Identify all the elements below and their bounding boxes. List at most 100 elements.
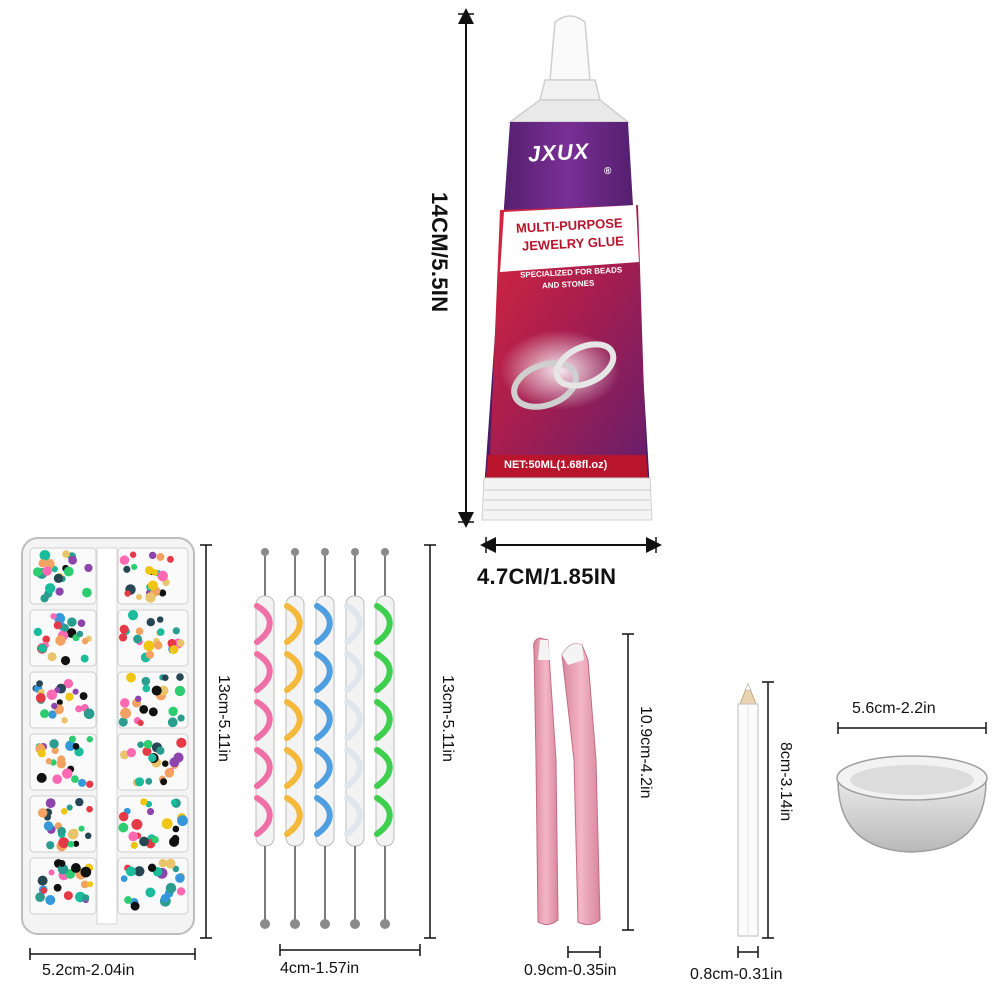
rhinestone bbox=[176, 737, 187, 748]
rhinestone bbox=[170, 799, 178, 806]
rhinestone bbox=[157, 570, 168, 582]
rhinestone-box bbox=[21, 537, 195, 935]
rhinestone bbox=[61, 717, 68, 724]
rhinestone bbox=[36, 772, 47, 783]
rhinestone bbox=[151, 836, 159, 844]
rhinestone bbox=[119, 555, 130, 565]
rhinestone bbox=[146, 617, 155, 627]
rhinestone bbox=[58, 860, 66, 867]
rhinestone bbox=[61, 768, 73, 779]
rhinestone bbox=[68, 735, 76, 743]
rhinestone bbox=[176, 887, 186, 896]
rhinestone bbox=[40, 887, 47, 894]
pencil-width-label: 0.8cm-0.31in bbox=[690, 966, 783, 983]
rhinestone bbox=[75, 705, 83, 713]
rhinestone bbox=[86, 735, 94, 743]
rhinestone bbox=[120, 750, 129, 760]
rhinestone bbox=[79, 692, 88, 701]
rhinestone bbox=[145, 777, 153, 785]
rhinestone bbox=[148, 551, 157, 560]
dotting-tool bbox=[374, 548, 395, 929]
rhinestone bbox=[168, 706, 178, 717]
rhinestone bbox=[165, 882, 177, 894]
rhinestone bbox=[76, 630, 84, 638]
rhinestone bbox=[167, 717, 178, 728]
rhinestone bbox=[78, 825, 85, 832]
rhinestone bbox=[67, 840, 75, 848]
rhinestone bbox=[140, 798, 148, 806]
rhinestone bbox=[44, 583, 56, 594]
rhinestone bbox=[118, 633, 128, 642]
rhinestone bbox=[78, 778, 87, 787]
rhinestone bbox=[142, 684, 151, 693]
rhinestone bbox=[51, 565, 58, 573]
rhinestone bbox=[62, 550, 70, 558]
rhinestone bbox=[55, 635, 66, 646]
rhinestone-compartment bbox=[117, 609, 189, 667]
rhinestone bbox=[66, 804, 73, 811]
rhinestone bbox=[35, 692, 46, 703]
rhinestone bbox=[156, 746, 165, 755]
rhinestone bbox=[161, 674, 169, 681]
tools-height-label: 13cm-5.11in bbox=[439, 675, 456, 762]
rhinestone bbox=[80, 866, 92, 878]
rhinestone bbox=[49, 739, 59, 749]
glue-tube bbox=[481, 15, 653, 521]
rhinestone bbox=[82, 894, 90, 902]
rhinestone bbox=[169, 836, 180, 847]
rhinestone bbox=[63, 891, 73, 901]
rhinestone bbox=[40, 709, 49, 719]
rhinestone bbox=[84, 832, 92, 840]
rhinestone bbox=[130, 841, 138, 849]
rhinestone bbox=[161, 818, 173, 830]
rhinestone bbox=[42, 635, 50, 644]
rhinestone bbox=[118, 822, 129, 833]
rhinestone bbox=[156, 616, 164, 623]
rhinestone bbox=[139, 836, 149, 847]
rhinestone bbox=[38, 643, 47, 653]
rhinestone bbox=[134, 866, 145, 877]
rhinestone bbox=[135, 593, 143, 601]
rhinestone bbox=[33, 627, 43, 637]
rhinestone bbox=[145, 650, 155, 659]
glue-width-label: 4.7CM/1.85IN bbox=[477, 564, 617, 589]
rhinestone bbox=[127, 610, 139, 621]
rhinestone bbox=[129, 551, 137, 558]
rhinestone bbox=[53, 883, 62, 892]
pencil-height-label: 8cm-3.14in bbox=[777, 742, 794, 822]
tweezers-width-label: 0.9cm-0.35in bbox=[524, 962, 617, 979]
rhinestone bbox=[65, 740, 76, 752]
rhinestone bbox=[80, 654, 89, 663]
rhinestone bbox=[147, 580, 158, 591]
rhinestone bbox=[147, 863, 157, 872]
rhinestone bbox=[120, 707, 132, 719]
rhinestone bbox=[125, 866, 136, 877]
registered-mark: ® bbox=[604, 166, 612, 177]
rhinestone bbox=[61, 623, 69, 632]
rhinestone bbox=[134, 777, 145, 787]
rhinestone bbox=[35, 892, 45, 903]
glue-net-volume: NET:50ML(1.68fl.oz) bbox=[504, 459, 608, 471]
rhinestone bbox=[57, 863, 69, 875]
rhinestone bbox=[172, 865, 180, 873]
rhinestone bbox=[119, 698, 130, 708]
rhinestone bbox=[146, 808, 155, 816]
rhinestone bbox=[37, 808, 48, 818]
rhinestone bbox=[151, 569, 158, 576]
rhinestone bbox=[50, 613, 57, 620]
tweezers bbox=[533, 637, 601, 926]
rhinestone bbox=[46, 841, 55, 850]
rhinestone bbox=[137, 741, 144, 748]
rhinestone bbox=[177, 714, 185, 722]
rhinestone bbox=[60, 808, 68, 815]
wax-pencil bbox=[737, 682, 759, 937]
rhinestone bbox=[133, 634, 142, 644]
rhinestone bbox=[53, 573, 64, 583]
dotting-tools bbox=[254, 548, 395, 929]
rhinestone bbox=[118, 717, 128, 727]
rhinestone bbox=[32, 567, 43, 577]
rhinestone bbox=[56, 758, 67, 769]
rhinestone bbox=[128, 831, 139, 842]
rhinestone bbox=[53, 621, 62, 630]
